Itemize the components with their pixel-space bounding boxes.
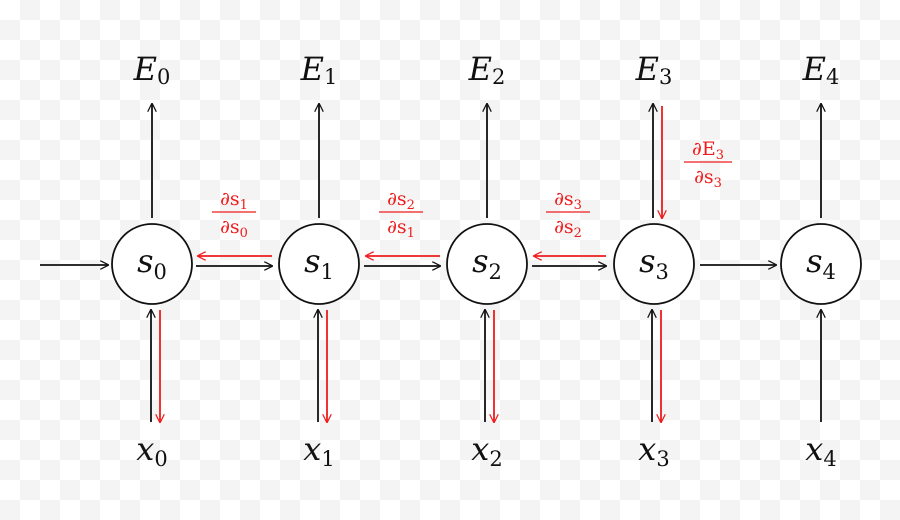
input-label-x2: x2 [471,430,502,471]
error-label-e3: E3 [635,50,673,89]
state-node-s1: s1 [278,223,360,305]
svg-text:∂s1: ∂s1 [387,216,415,241]
svg-text:s4: s4 [806,242,836,284]
error-label-e2: E2 [468,50,506,89]
svg-text:∂s2: ∂s2 [554,216,582,241]
state-node-s3: s3 [613,223,695,305]
svg-text:s1: s1 [304,242,334,284]
error-label-e1: E1 [300,50,338,89]
input-label-x0: x0 [136,430,167,471]
svg-text:∂s2: ∂s2 [387,188,415,213]
state-node-s0: s0 [111,223,193,305]
input-label-x4: x4 [805,430,836,471]
input-label-x1: x1 [303,430,334,471]
input-label-x3: x3 [638,430,669,471]
gradient-ds1-ds0: ∂s1 ∂s0 [212,188,256,241]
svg-text:∂E3: ∂E3 [692,138,724,163]
svg-text:∂s0: ∂s0 [220,216,248,241]
state-node-s4: s4 [780,223,862,305]
svg-text:s0: s0 [137,242,167,284]
gradient-ds3-ds2: ∂s3 ∂s2 [546,188,590,241]
svg-text:∂s1: ∂s1 [220,188,248,213]
svg-text:s3: s3 [639,242,669,284]
gradient-ds2-ds1: ∂s2 ∂s1 [379,188,423,241]
gradient-de3-ds3: ∂E3 ∂s3 [684,138,732,191]
svg-text:∂s3: ∂s3 [554,188,582,213]
state-node-s2: s2 [446,223,528,305]
error-label-e4: E4 [802,50,840,89]
svg-text:s2: s2 [472,242,502,284]
svg-text:∂s3: ∂s3 [694,166,722,191]
error-label-e0: E0 [133,50,171,89]
